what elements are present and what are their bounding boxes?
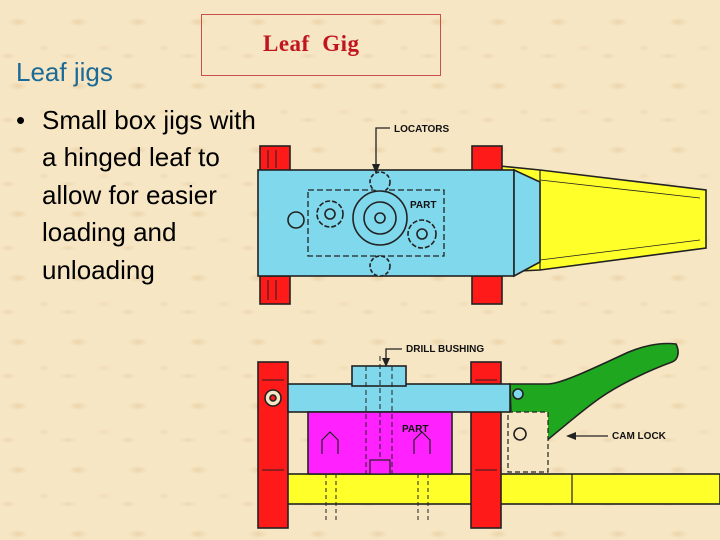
top-view [257,145,707,305]
side-clamp-left [257,361,289,529]
locator-pin-left [287,211,305,229]
part-label-top: PART [410,200,436,211]
locator-pin-bottom [369,255,391,277]
slide-title: Leaf Gig [263,31,360,56]
top-clamp-lower-left [259,275,291,305]
side-leaf-plate [287,383,511,413]
locators-label: LOCATORS [394,124,450,135]
side-bushing-block [351,365,407,387]
top-clamp-lower-right [471,275,503,305]
bullet-line-2: a hinged leaf to [42,142,220,172]
bullet-line-5: unloading [42,255,155,285]
cam-lock-label: CAM LOCK [612,431,667,442]
bullet-line-1: Small box jigs with [42,105,256,135]
cam-box [507,411,549,473]
bullet-line-4: loading and [42,217,177,247]
title-box [201,14,441,76]
top-clamp-upper-left [259,145,291,173]
part-label-bottom: PART [402,424,428,435]
bullet-line-3: allow for easier [42,180,217,210]
locator-pin-top [369,171,391,193]
bullet-marker: • [16,105,26,135]
drill-bushing-label: DRILL BUSHING [406,344,484,355]
slide-heading: Leaf jigs [16,57,113,87]
drill-bushing-leader [385,348,402,362]
top-clamp-upper-right [471,145,503,173]
side-view [257,342,720,529]
cam-lock-lever [509,342,679,447]
locators-leader [375,127,390,168]
